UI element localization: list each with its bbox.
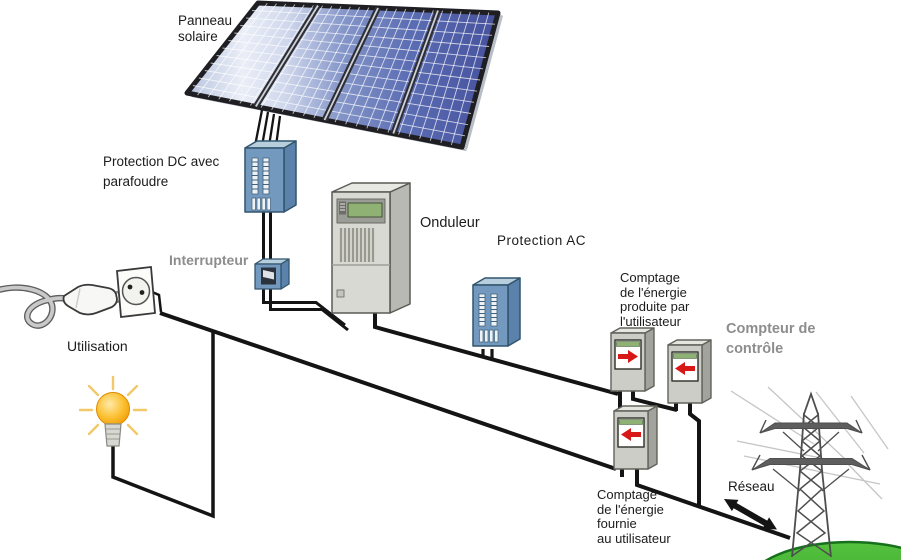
light-bulb-icon — [78, 375, 148, 447]
arrow-left-icon — [675, 362, 695, 375]
panel-section-dividers — [253, 3, 441, 135]
control-meter-label: Compteur de contrôle — [726, 321, 816, 357]
dc-protection-device-icon — [244, 140, 297, 213]
arrow-right-icon — [618, 350, 638, 363]
inverter-device-icon — [331, 182, 411, 314]
transmission-tower-icon — [751, 391, 871, 558]
dc-protection-label: Protection DC avec parafoudre — [103, 154, 220, 189]
switch-label: Interrupteur — [169, 252, 249, 268]
supplied-energy-meter-label: Comptage de l'énergie fournie au utilisa… — [597, 487, 671, 547]
grass-mound — [764, 540, 901, 560]
grid-double-arrow-icon — [724, 499, 777, 530]
supplied-energy-meter-icon — [613, 405, 658, 470]
usage-label: Utilisation — [67, 338, 128, 354]
power-outlet-plug-icon — [0, 265, 156, 329]
produced-energy-meter-label: Comptage de l'énergie produite par l'uti… — [620, 270, 690, 330]
ac-protection-label: Protection AC — [497, 233, 587, 248]
solar-panel-label: Panneau solaire — [178, 13, 233, 44]
ac-protection-device-icon — [472, 277, 521, 347]
switch-device-icon — [254, 258, 290, 290]
wiring — [111, 109, 791, 540]
solar-panel-icon — [184, 0, 503, 151]
grid-label: Réseau — [728, 479, 775, 494]
arrow-left-icon — [621, 428, 641, 441]
produced-energy-meter-icon — [610, 327, 655, 392]
control-meter-icon — [667, 339, 712, 404]
inverter-label: Onduleur — [420, 215, 480, 231]
